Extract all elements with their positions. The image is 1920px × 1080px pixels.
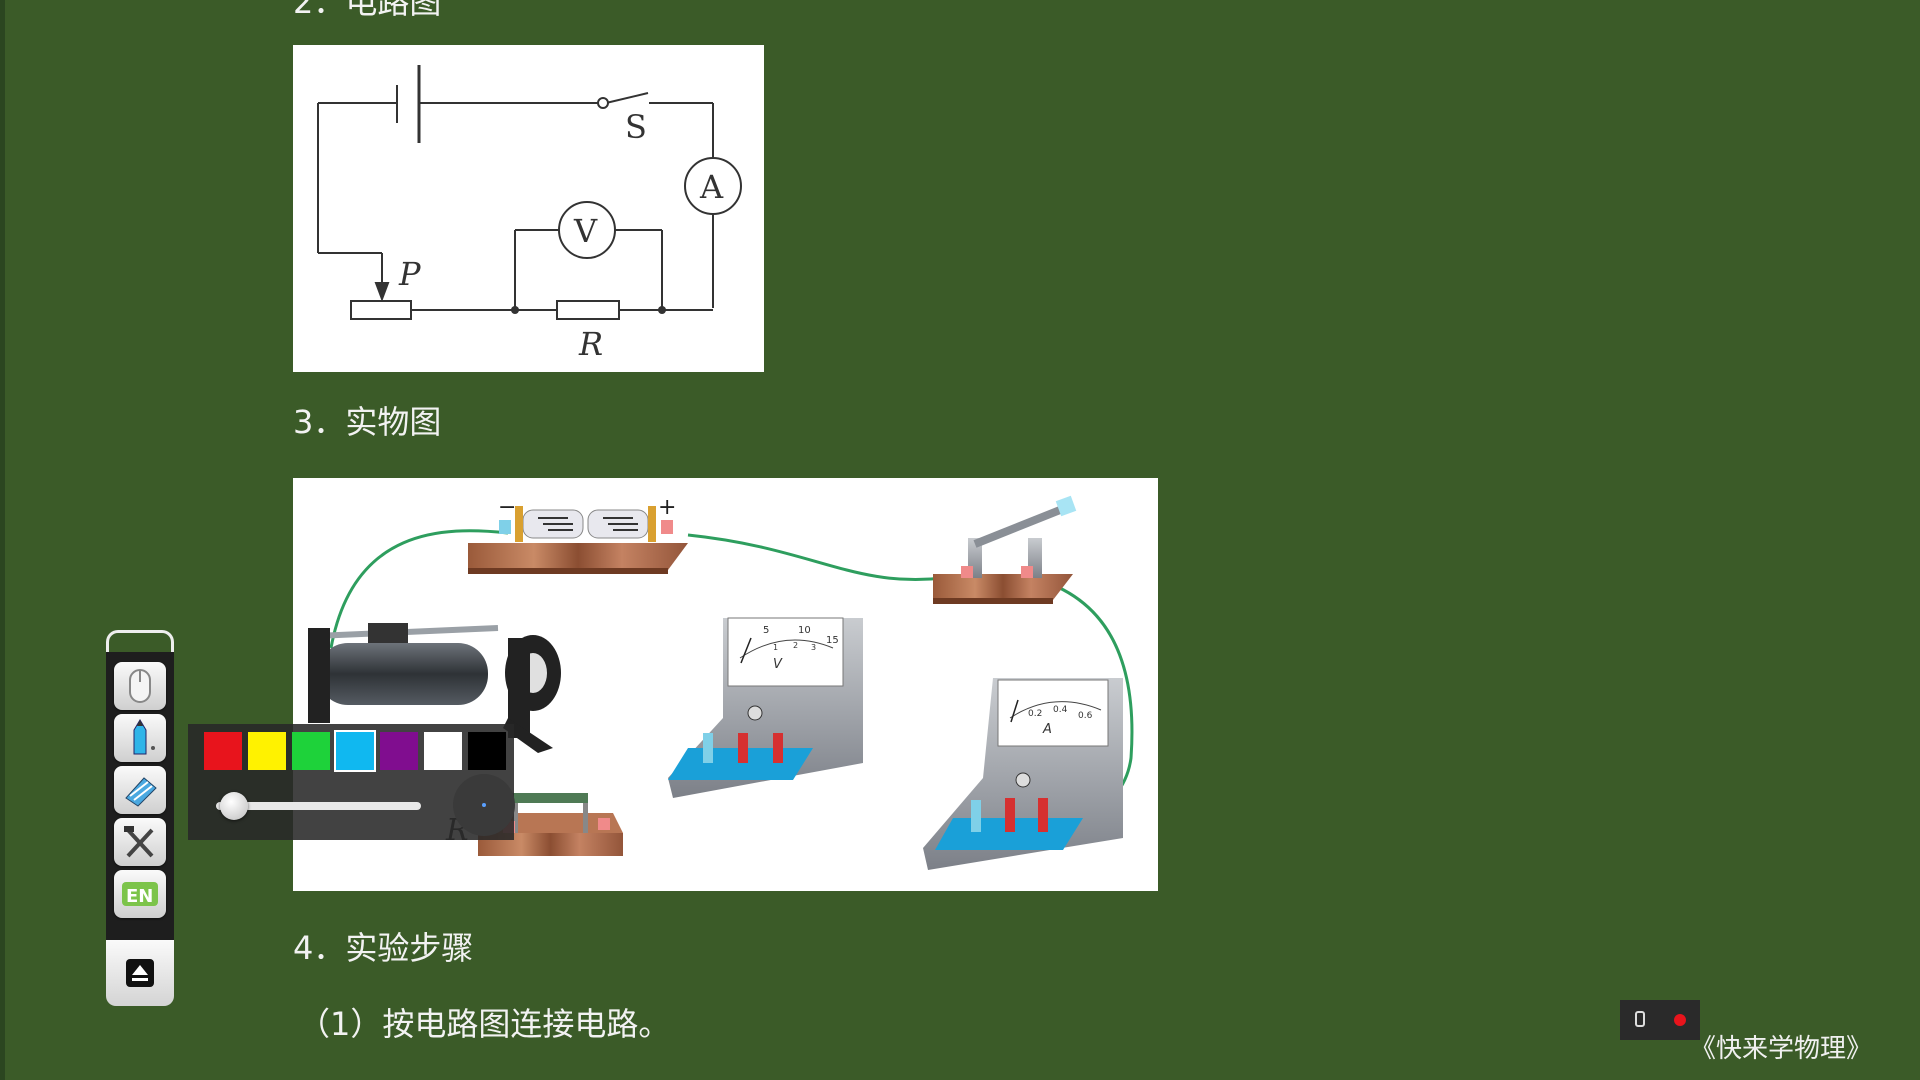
watermark: 《快来学物理》 <box>1690 1034 1873 1064</box>
voltmeter-scale-5: 5 <box>763 625 769 636</box>
knife-switch <box>933 495 1077 604</box>
svg-text:EN: EN <box>126 886 153 907</box>
tools-icon <box>124 826 154 858</box>
pen-size-preview <box>453 774 515 836</box>
ammeter-label: A <box>1042 722 1052 737</box>
color-swatch[interactable] <box>424 732 462 770</box>
rheostat <box>308 623 561 753</box>
pen-color-popup <box>188 724 515 840</box>
voltmeter-scale-inner-2: 2 <box>793 641 798 650</box>
voltmeter: 5 10 15 1 2 3 V <box>668 617 863 798</box>
switch-pivot <box>597 97 609 109</box>
switch-blade <box>605 92 649 104</box>
rheostat-body <box>350 300 412 320</box>
voltmeter-scale-inner-1: 1 <box>773 643 778 652</box>
slider-arrow <box>374 282 390 302</box>
voltmeter-label: V <box>773 657 783 672</box>
junction-right <box>658 306 666 314</box>
toolbar-body: EN <box>106 652 174 942</box>
ammeter: 0.2 0.4 0.6 A <box>923 678 1123 870</box>
label-ammeter: A <box>699 168 724 206</box>
mouse-button[interactable] <box>114 662 166 710</box>
color-swatch[interactable] <box>380 732 418 770</box>
color-swatch[interactable] <box>292 732 330 770</box>
heading-experiment-steps: 4．实验步骤 <box>293 929 474 967</box>
color-swatch[interactable] <box>468 732 506 770</box>
eraser-button[interactable] <box>114 766 166 814</box>
recording-widget <box>1620 1000 1700 1040</box>
toolbar-handle[interactable] <box>106 630 174 654</box>
label-resistor: R <box>578 325 603 363</box>
pen-button[interactable] <box>114 714 166 762</box>
voltmeter-scale-15: 15 <box>826 635 839 646</box>
board-edge <box>0 0 5 1080</box>
apparatus-svg: − + <box>308 495 1134 870</box>
floating-toolbar: EN <box>106 630 174 1006</box>
wire-battery-rheostat <box>329 529 509 649</box>
battery-holder: − + <box>468 495 688 574</box>
voltmeter-scale-10: 10 <box>798 625 811 636</box>
label-slider: P <box>398 255 421 293</box>
step-1-text: （1）按电路图连接电路。 <box>298 1005 671 1043</box>
language-button[interactable]: EN <box>114 870 166 918</box>
language-icon: EN <box>122 882 158 907</box>
pencil-icon <box>133 719 155 755</box>
resistor-r <box>556 300 620 320</box>
pen-size-slider[interactable] <box>216 802 421 810</box>
ammeter-scale-0-6: 0.6 <box>1078 711 1093 721</box>
ammeter-scale-0-2: 0.2 <box>1028 709 1042 719</box>
recording-widget-svg <box>1635 1011 1686 1027</box>
ammeter-scale-0-4: 0.4 <box>1053 705 1068 715</box>
record-icon[interactable] <box>1674 1014 1686 1026</box>
apparatus-picture: − + <box>293 478 1158 891</box>
eject-button[interactable] <box>106 940 174 1006</box>
eject-icon <box>126 959 154 987</box>
heading-circuit-diagram: 2．电路图 <box>293 0 442 21</box>
voltmeter-scale-inner-3: 3 <box>811 643 816 652</box>
lock-icon[interactable] <box>1635 1011 1645 1027</box>
pen-preview-dot <box>482 803 486 807</box>
battery-minus-label: − <box>498 495 516 520</box>
circuit-diagram: S A V P R <box>293 45 764 372</box>
color-swatch[interactable] <box>204 732 242 770</box>
color-swatch[interactable] <box>334 730 376 772</box>
pen-size-slider-knob[interactable] <box>220 792 249 820</box>
circuit-diagram-svg: S A V P R <box>317 65 742 363</box>
color-swatch[interactable] <box>248 732 286 770</box>
mouse-icon <box>129 669 151 703</box>
eraser-icon <box>125 777 157 807</box>
heading-physical-diagram: 3．实物图 <box>293 403 442 441</box>
junction-left <box>511 306 519 314</box>
label-switch: S <box>625 108 647 146</box>
tools-button[interactable] <box>114 818 166 866</box>
wire-battery-switch <box>687 533 944 582</box>
label-voltmeter: V <box>573 212 598 250</box>
battery-plus-label: + <box>658 495 676 520</box>
